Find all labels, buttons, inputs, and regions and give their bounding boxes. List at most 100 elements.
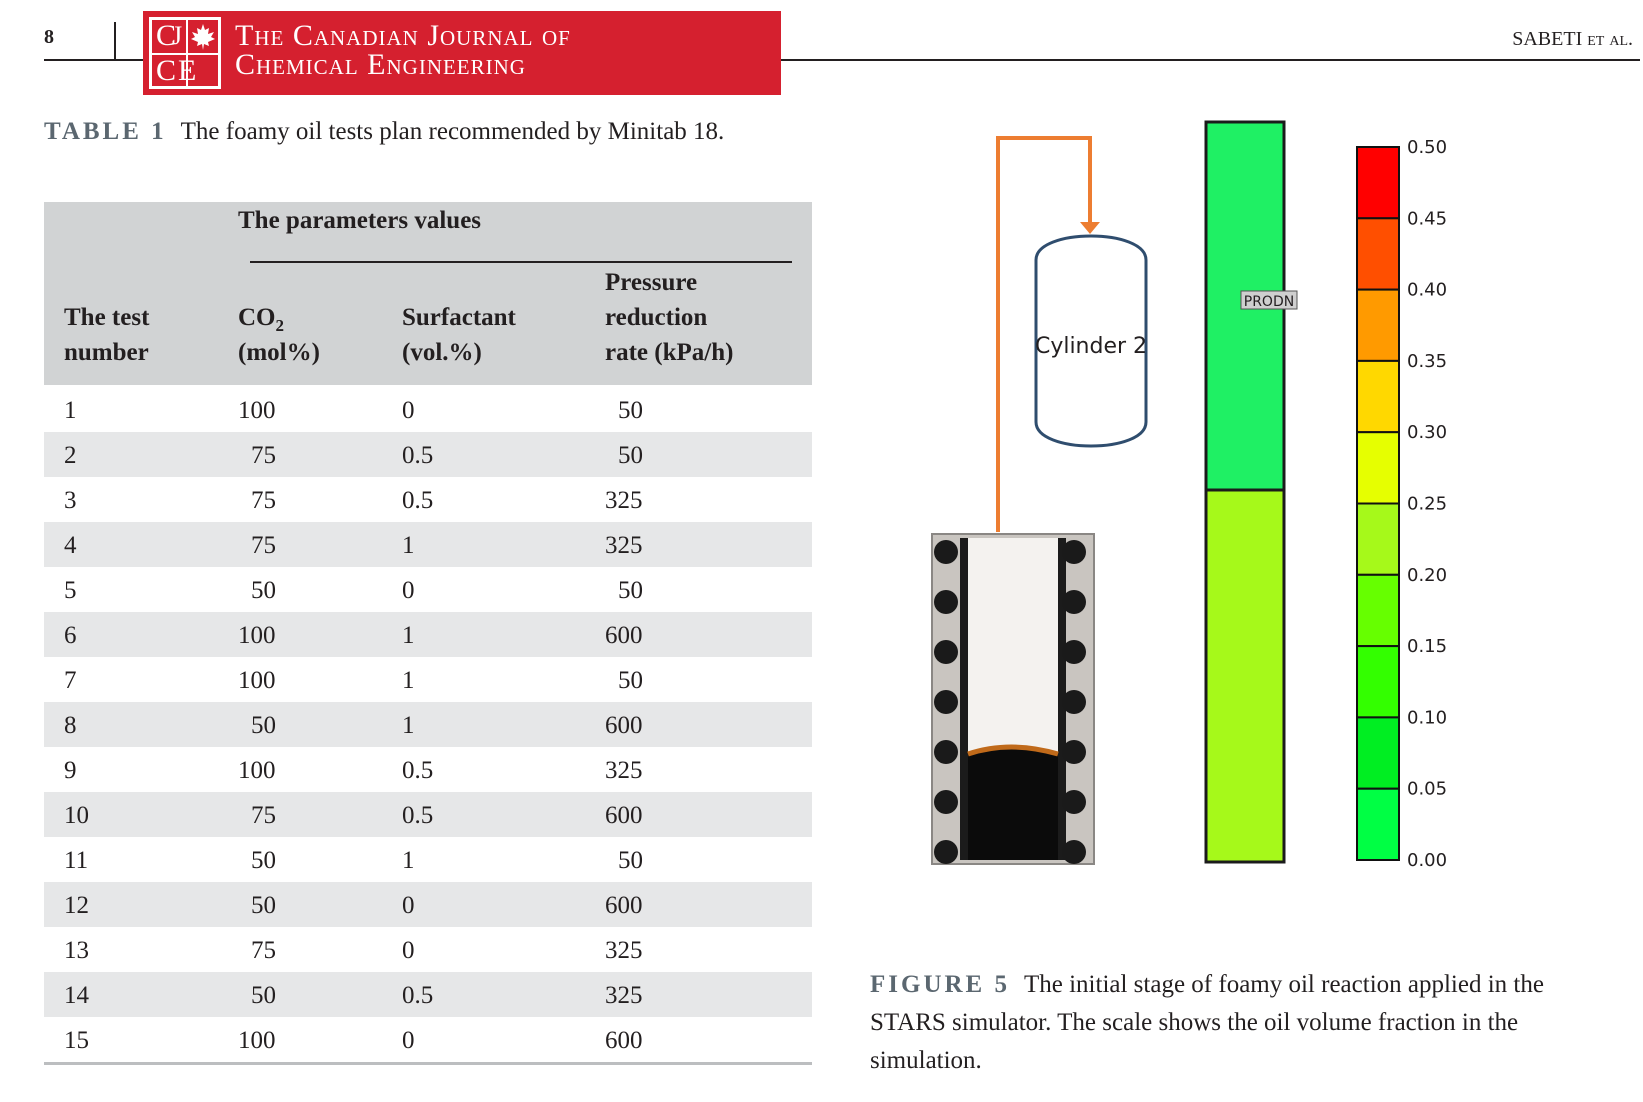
- table-cell: 2: [64, 442, 77, 469]
- table-cell: 14: [64, 982, 89, 1009]
- cylinder-label: Cylinder 2: [1035, 334, 1147, 359]
- table-header: [44, 202, 812, 385]
- scale-tick-label: 0.45: [1407, 208, 1447, 229]
- bolt-column-right: [1062, 540, 1086, 864]
- table-cell: 1: [402, 532, 415, 559]
- figure-caption-text: The initial stage of foamy oil reaction …: [870, 971, 1544, 1074]
- bolt: [1062, 690, 1086, 714]
- bolt: [934, 690, 958, 714]
- table-cell: 600: [605, 892, 643, 919]
- header-rule-left: [44, 59, 144, 61]
- col-header-surfactant-line1: Surfactant: [402, 304, 516, 331]
- table-cell: 4: [64, 532, 77, 559]
- table-cell: 0.5: [402, 487, 434, 514]
- table-cell: 100: [238, 622, 276, 649]
- table-cell: 50: [251, 577, 276, 604]
- figure-label: FIGURE 5: [870, 971, 1010, 998]
- col-header-co2-line1: CO2: [238, 300, 284, 344]
- journal-banner: C J C E The Canadian Journal of Chemical…: [143, 11, 781, 95]
- running-head-suffix: et al.: [1587, 28, 1633, 50]
- scale-segment: [1356, 716, 1400, 790]
- scale-tick-label: 0.00: [1407, 850, 1447, 871]
- table-cell: 50: [618, 667, 643, 694]
- table-cell: 1: [402, 847, 415, 874]
- table-cell: 50: [618, 577, 643, 604]
- scale-tick-label: 0.30: [1407, 422, 1447, 443]
- col-header-test-number-line1: The test: [64, 304, 150, 331]
- journal-title-line1: The Canadian Journal of: [235, 19, 571, 52]
- table-cell: 0.5: [402, 442, 434, 469]
- running-head: SABETI et al.: [1512, 28, 1633, 51]
- table-cell: 600: [605, 1027, 643, 1054]
- column-photo: [931, 533, 1095, 865]
- table-cell: 1: [402, 667, 415, 694]
- table-cell: 600: [605, 712, 643, 739]
- col-header-pressure-line2: reduction: [605, 304, 708, 331]
- col-header-pressure-line3: rate (kPa/h): [605, 339, 734, 366]
- table-cell: 7: [64, 667, 77, 694]
- scale-segment: [1356, 573, 1400, 648]
- logo-divider: [186, 20, 188, 86]
- table-cell: 1: [402, 712, 415, 739]
- scale-tick-label: 0.35: [1407, 351, 1447, 372]
- table-cell: 600: [605, 622, 643, 649]
- table-cell: 75: [251, 442, 276, 469]
- well-label: PRODN: [1244, 294, 1294, 310]
- col-header-surfactant-line2: (vol.%): [402, 339, 482, 366]
- simulation-figure: Cylinder 2 PRODN 0.500.450.400.350.300.2…: [931, 120, 1447, 871]
- logo-letter: E: [178, 54, 197, 87]
- logo-letter: C: [156, 54, 177, 87]
- table-cell: 325: [605, 937, 643, 964]
- scale-tick-label: 0.20: [1407, 565, 1447, 586]
- bolt: [934, 540, 958, 564]
- table-cell: 100: [238, 1027, 276, 1054]
- table-cell: 10: [64, 802, 89, 829]
- table-cell: 325: [605, 532, 643, 559]
- scale-segment: [1356, 431, 1400, 505]
- table-cell: 0: [402, 1027, 415, 1054]
- table-cell: 50: [618, 397, 643, 424]
- scale-tick-label: 0.05: [1407, 779, 1447, 800]
- group-header-rule: [250, 261, 792, 263]
- table-cell: 325: [605, 757, 643, 784]
- running-head-name: SABETI: [1512, 28, 1583, 50]
- scale-segment: [1356, 359, 1400, 434]
- table-cell: 75: [251, 532, 276, 559]
- table-cell: 0.5: [402, 802, 434, 829]
- header-divider: [114, 22, 116, 60]
- table-cell: 75: [251, 487, 276, 514]
- table-cell: 13: [64, 937, 89, 964]
- table-cell: 100: [238, 397, 276, 424]
- bolt: [934, 590, 958, 614]
- group-header: The parameters values: [238, 207, 482, 234]
- scale-segment: [1356, 288, 1400, 362]
- page-number: 8: [44, 26, 54, 48]
- logo-letter: C: [156, 19, 177, 52]
- scale-segment: [1356, 502, 1400, 576]
- table-cell: 0.5: [402, 757, 434, 784]
- table-cell: 0: [402, 937, 415, 964]
- bolt: [934, 840, 958, 864]
- bolt: [1062, 740, 1086, 764]
- bolt: [934, 790, 958, 814]
- table-cell: 11: [64, 847, 89, 874]
- bolt: [934, 740, 958, 764]
- simulation-grid: PRODN: [1204, 120, 1298, 864]
- logo-divider: [152, 53, 218, 55]
- table-cell: 50: [251, 847, 276, 874]
- col-header-pressure-line1: Pressure: [605, 269, 698, 296]
- table-cell: 325: [605, 982, 643, 1009]
- header-rule-right: [780, 59, 1640, 61]
- table-cell: 100: [238, 757, 276, 784]
